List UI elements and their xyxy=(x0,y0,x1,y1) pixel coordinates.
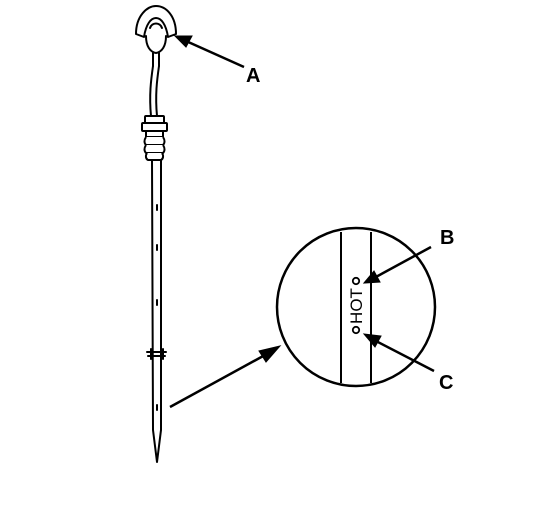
leader-arrows xyxy=(169,35,435,409)
detail-magnifier: HOT xyxy=(275,226,437,388)
dipstick-collar xyxy=(141,115,168,161)
callout-a-arrow xyxy=(173,35,245,69)
magnifier-pointer-arrow xyxy=(169,345,282,409)
callout-label-a: A xyxy=(246,65,260,87)
callout-b-arrow xyxy=(362,245,432,284)
hot-marking: HOT xyxy=(347,288,366,324)
lower-mark-hole xyxy=(351,325,361,335)
dipstick-blade xyxy=(146,159,167,463)
dipstick-handle xyxy=(135,5,177,67)
callout-c-arrow xyxy=(362,333,435,373)
callout-label-c: C xyxy=(439,372,453,394)
upper-mark-hole xyxy=(351,276,361,286)
dipstick-wire xyxy=(149,65,160,117)
callout-label-b: B xyxy=(440,227,454,249)
